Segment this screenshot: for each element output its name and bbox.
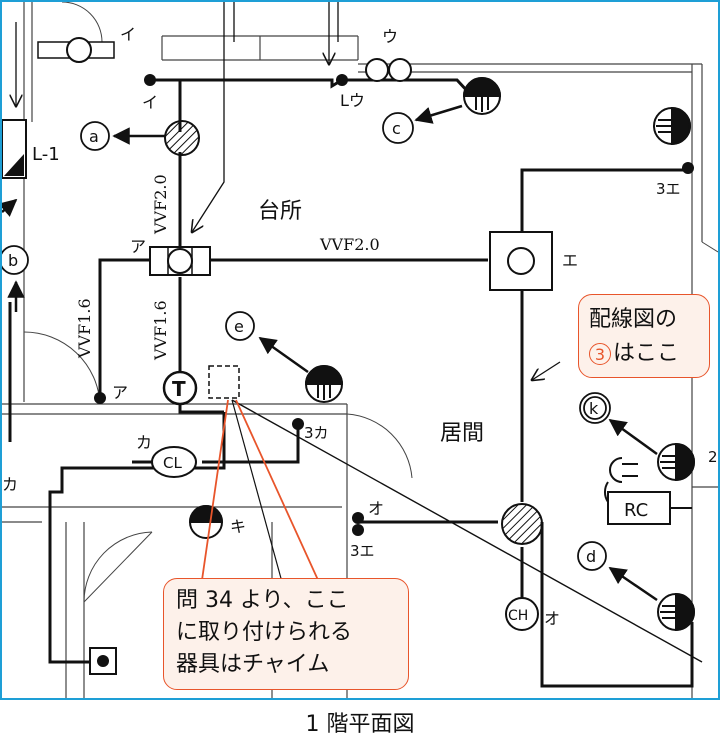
callout-bottom-line2: に取り付けられる xyxy=(176,620,353,645)
fixture-u xyxy=(365,58,412,82)
t-label: T xyxy=(172,377,186,401)
cl-ellipse xyxy=(151,446,197,478)
top-fixture-i xyxy=(37,37,115,63)
callout-chime-note: 問 34 より、ここ に取り付けられる 器具はチャイム xyxy=(163,578,409,690)
door-swings xyxy=(23,2,718,603)
fix-i-label: イ xyxy=(120,25,136,44)
three-e-top: 3エ xyxy=(656,180,681,198)
e-label: エ xyxy=(562,251,578,270)
vvf-left: VVF1.6 xyxy=(75,298,94,359)
dashed-chime-box xyxy=(208,365,240,399)
rc-label: RC xyxy=(624,500,648,521)
three-ka-label: 3カ xyxy=(304,424,329,442)
circ-b-label: b xyxy=(8,251,18,270)
sw-i-label: イ xyxy=(142,93,158,112)
figure-caption: 1 階平面図 xyxy=(305,712,415,737)
t-circle xyxy=(162,370,198,406)
o-top-label: オ xyxy=(368,499,384,518)
ka-label: カ xyxy=(136,433,152,452)
hatched-boxes xyxy=(164,120,543,545)
bottom-outlet xyxy=(89,647,117,675)
ka-left-label: カ xyxy=(2,475,18,494)
ch-label: CH xyxy=(508,608,528,624)
o-bottom-label: オ xyxy=(544,609,560,628)
circ-c-label: c xyxy=(392,119,401,138)
vvf-kitchen-vertical: VVF2.0 xyxy=(151,174,170,235)
circ-k-label: k xyxy=(589,399,599,418)
circled-number-3: 3 xyxy=(589,343,611,365)
callout-right-line2: はここ xyxy=(613,341,680,366)
three-e-bottom: 3エ xyxy=(350,542,375,560)
sw-lu-label: Lウ xyxy=(340,91,365,110)
l1-fixture xyxy=(2,119,27,179)
vvf-kitchen-horizontal: VVF2.0 xyxy=(319,235,380,254)
room-kitchen-label: 台所 xyxy=(258,199,302,224)
ch-circle xyxy=(505,597,539,631)
accent-pointer xyxy=(201,399,319,581)
callout-right-line1: 配線図の xyxy=(589,307,678,332)
diagonal-line xyxy=(231,399,703,663)
callout-bottom-line3: 器具はチャイム xyxy=(176,652,330,677)
callout-bottom-line1: 問 34 より、ここ xyxy=(176,588,349,613)
fix-u-label: ウ xyxy=(382,27,398,46)
pointer-arrows xyxy=(2,104,658,602)
ki-label: キ xyxy=(230,517,246,536)
circ-e-label: e xyxy=(234,317,244,336)
edge-2-label: 2 xyxy=(708,448,718,466)
box-e xyxy=(489,231,553,291)
cl-label: CL xyxy=(163,454,182,472)
half-filled-fixtures xyxy=(188,77,695,632)
room-living-label: 居間 xyxy=(440,421,484,446)
circled-letters xyxy=(2,112,611,571)
junction-dots xyxy=(94,74,694,536)
box-a-label: ア xyxy=(130,237,146,256)
l1-label: L-1 xyxy=(32,144,60,165)
box-a xyxy=(149,246,211,276)
circ-a-label: a xyxy=(89,127,99,146)
a-lower-label: ア xyxy=(112,383,128,402)
vvf-mid: VVF1.6 xyxy=(151,300,170,361)
floor-plan-drawing: 台所 居間 VVF2.0 VVF2.0 VVF1.6 VVF1.6 L-1 イ … xyxy=(2,2,718,698)
circ-d-label: d xyxy=(586,547,596,566)
